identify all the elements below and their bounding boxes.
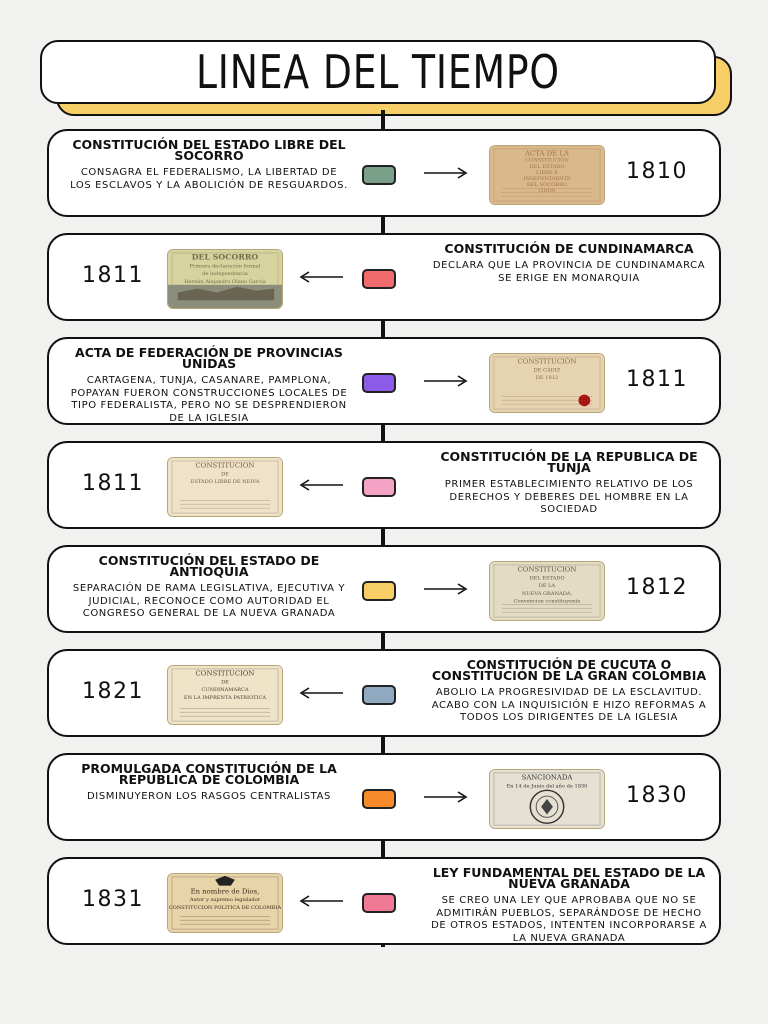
timeline-event: Constitución de Cucuta o Constitución de… [47,649,721,737]
svg-text:DE: DE [221,471,229,477]
event-description: Primer establecimiento relativo de los d… [444,479,694,515]
event-year: 1821 [82,679,144,704]
svg-text:En 14 de Junio del año de 1830: En 14 de Junio del año de 1830 [507,782,588,789]
timeline-marker [362,269,396,289]
svg-text:Autor y supremo legislador: Autor y supremo legislador [189,897,261,903]
event-year: 1811 [82,471,144,496]
event-year: 1811 [626,367,688,392]
svg-text:DEL SOCORRO: DEL SOCORRO [527,182,567,188]
event-text: Constitución de Cucuta o Constitución de… [429,657,709,729]
event-description: Consagra el federalismo, la libertad de … [70,167,348,191]
event-title: Constitución de Cundinamarca [444,241,694,256]
event-year: 1830 [626,783,688,808]
svg-text:CUNDINAMARCA: CUNDINAMARCA [201,687,248,693]
title-banner: LINEA DEL TIEMPO [40,40,716,104]
timeline-event: Constitución de Cundinamarca Declara que… [47,233,721,321]
timeline-event: Promulgada Constitución de la Republica … [47,753,721,841]
event-title: Constitución de Cucuta o Constitución de… [431,657,707,683]
svg-text:CONSTITUCIÓN: CONSTITUCIÓN [525,156,569,164]
event-text: Acta de Federación de Provincias Unidas … [69,345,349,423]
event-title: Acta de Federación de Provincias Unidas [75,345,343,371]
timeline-event: Ley Fundamental del Estado de la Nueva G… [47,857,721,945]
timeline-marker [362,893,396,913]
arrow-right-icon [424,167,468,179]
event-year: 1811 [82,263,144,288]
event-text: Constitución del Estado de Antioquia Sep… [69,553,349,625]
event-text: Constitución de la Republica de Tunja Pr… [429,449,709,521]
event-text: Constitución del Estado Libre del Socorr… [69,137,349,209]
timeline-marker [362,477,396,497]
svg-text:DE 1812: DE 1812 [536,375,558,381]
timeline-marker [362,165,396,185]
timeline-event: Constitución del Estado de Antioquia Sep… [47,545,721,633]
svg-text:ESTADO LIBRE DE NEIVA: ESTADO LIBRE DE NEIVA [191,479,260,485]
svg-text:CONSTITUCION: CONSTITUCION [196,462,255,470]
timeline-event: Constitución del Estado Libre del Socorr… [47,129,721,217]
event-text: Ley Fundamental del Estado de la Nueva G… [429,865,709,943]
svg-text:Convencion constituyente: Convencion constituyente [514,599,581,605]
svg-text:DEL ESTADO: DEL ESTADO [529,575,564,581]
event-description: Se creo una ley que aprobaba que no se a… [431,895,707,944]
event-title: Constitución de la Republica de Tunja [440,449,698,475]
svg-text:CONSTITUCIÓN: CONSTITUCIÓN [518,357,577,366]
event-description: Separación de rama legislativa, ejecutiv… [72,583,346,619]
svg-text:Hernán Alejandro Olano García: Hernán Alejandro Olano García [184,278,265,285]
event-description: Disminuyeron los rasgos centralistas [86,791,332,802]
event-title: Constitución del Estado Libre del Socorr… [72,137,346,163]
event-title: Ley Fundamental del Estado de la Nueva G… [432,865,706,891]
arrow-right-icon [424,791,468,803]
event-year: 1831 [82,887,144,912]
event-year: 1812 [626,575,688,600]
arrow-left-icon [299,271,343,283]
event-description: Abolio la progresividad de la esclavitud… [431,687,707,723]
svg-text:DEL ESTADO: DEL ESTADO [529,164,564,170]
arrow-left-icon [299,895,343,907]
timeline-marker [362,685,396,705]
event-title: Constitución del Estado de Antioquia [98,553,320,579]
event-text: Constitución de Cundinamarca Declara que… [429,241,709,313]
event-description: Declara que la provincia de Cundinamarca… [432,260,706,284]
svg-text:CONSTITUCION: CONSTITUCION [518,566,577,574]
document-image: En nombre de Dios, Autor y supremo legisl… [167,873,283,933]
svg-text:NUEVA GRANADA,: NUEVA GRANADA, [522,591,573,597]
event-year: 1810 [626,159,688,184]
svg-text:CONSTITUCION POLITICA DE COLOM: CONSTITUCION POLITICA DE COLOMBIA [169,905,282,911]
svg-text:DE: DE [221,679,229,685]
svg-text:DE CÁDIZ: DE CÁDIZ [534,366,561,373]
svg-text:(1810): (1810) [539,187,556,194]
svg-text:DE LA: DE LA [539,583,556,589]
timeline-marker [362,581,396,601]
svg-text:CONSTITUCION: CONSTITUCION [196,670,255,678]
event-text: Promulgada Constitución de la Republica … [69,761,349,833]
page-title: LINEA DEL TIEMPO [196,45,560,99]
svg-text:de independencia: de independencia [202,271,248,277]
event-description: Cartagena, Tunja, Casanare, Pamplona, Po… [70,375,348,424]
svg-text:En nombre de Dios,: En nombre de Dios, [191,887,260,895]
svg-text:LIBRE E: LIBRE E [536,170,558,176]
timeline-marker [362,373,396,393]
event-title: Promulgada Constitución de la Republica … [81,761,337,787]
svg-text:DEL SOCORRO: DEL SOCORRO [192,253,259,262]
svg-text:SANCIONADA: SANCIONADA [522,774,573,782]
svg-text:Primera declaración formal: Primera declaración formal [190,262,261,269]
svg-text:EN LA IMPRENTA PATRIOTICA: EN LA IMPRENTA PATRIOTICA [184,695,267,701]
arrow-left-icon [299,687,343,699]
arrow-left-icon [299,479,343,491]
arrow-right-icon [424,583,468,595]
timeline-event: Constitución de la Republica de Tunja Pr… [47,441,721,529]
timeline-marker [362,789,396,809]
svg-text:INDEPENDIENTE: INDEPENDIENTE [523,176,571,182]
arrow-right-icon [424,375,468,387]
timeline-event: Acta de Federación de Provincias Unidas … [47,337,721,425]
svg-text:ACTA DE LA: ACTA DE LA [524,150,569,158]
